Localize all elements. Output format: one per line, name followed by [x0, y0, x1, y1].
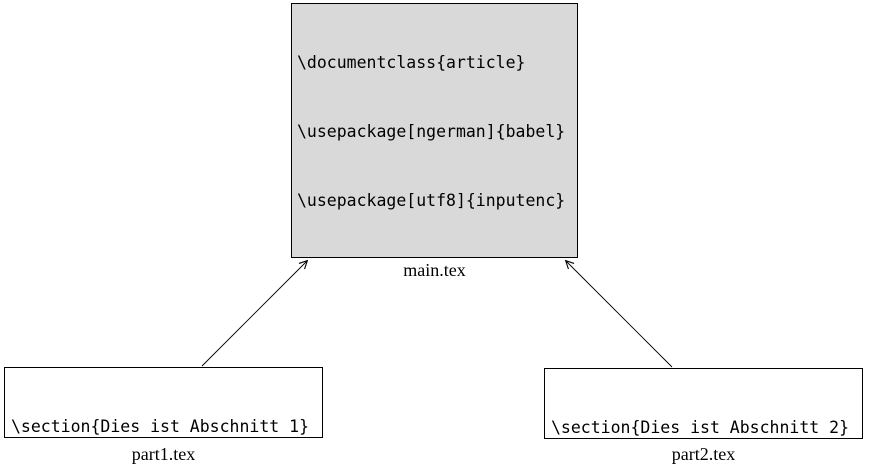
code-line: \usepackage[ngerman]{babel}	[297, 122, 566, 141]
arrow-part1-to-main	[201, 261, 307, 367]
part2-tex-label: part2.tex	[671, 444, 736, 464]
part1-tex-code-box: \section{Dies ist Abschnitt 1} Hier ein …	[4, 367, 323, 438]
arrow-part2-to-main	[566, 261, 673, 368]
part2-tex-code-box: \section{Dies ist Abschnitt 2} Hier ein …	[544, 368, 863, 439]
part1-tex-label: part1.tex	[131, 444, 196, 464]
code-line: \usepackage[utf8]{inputenc}	[297, 191, 566, 210]
code-line: \section{Dies ist Abschnitt 1}	[11, 417, 310, 436]
code-line: \documentclass{article}	[297, 53, 526, 72]
main-tex-label: main.tex	[403, 260, 466, 280]
main-tex-code-box: \documentclass{article} \usepackage[nger…	[291, 3, 578, 258]
code-line: \section{Dies ist Abschnitt 2}	[551, 418, 850, 437]
